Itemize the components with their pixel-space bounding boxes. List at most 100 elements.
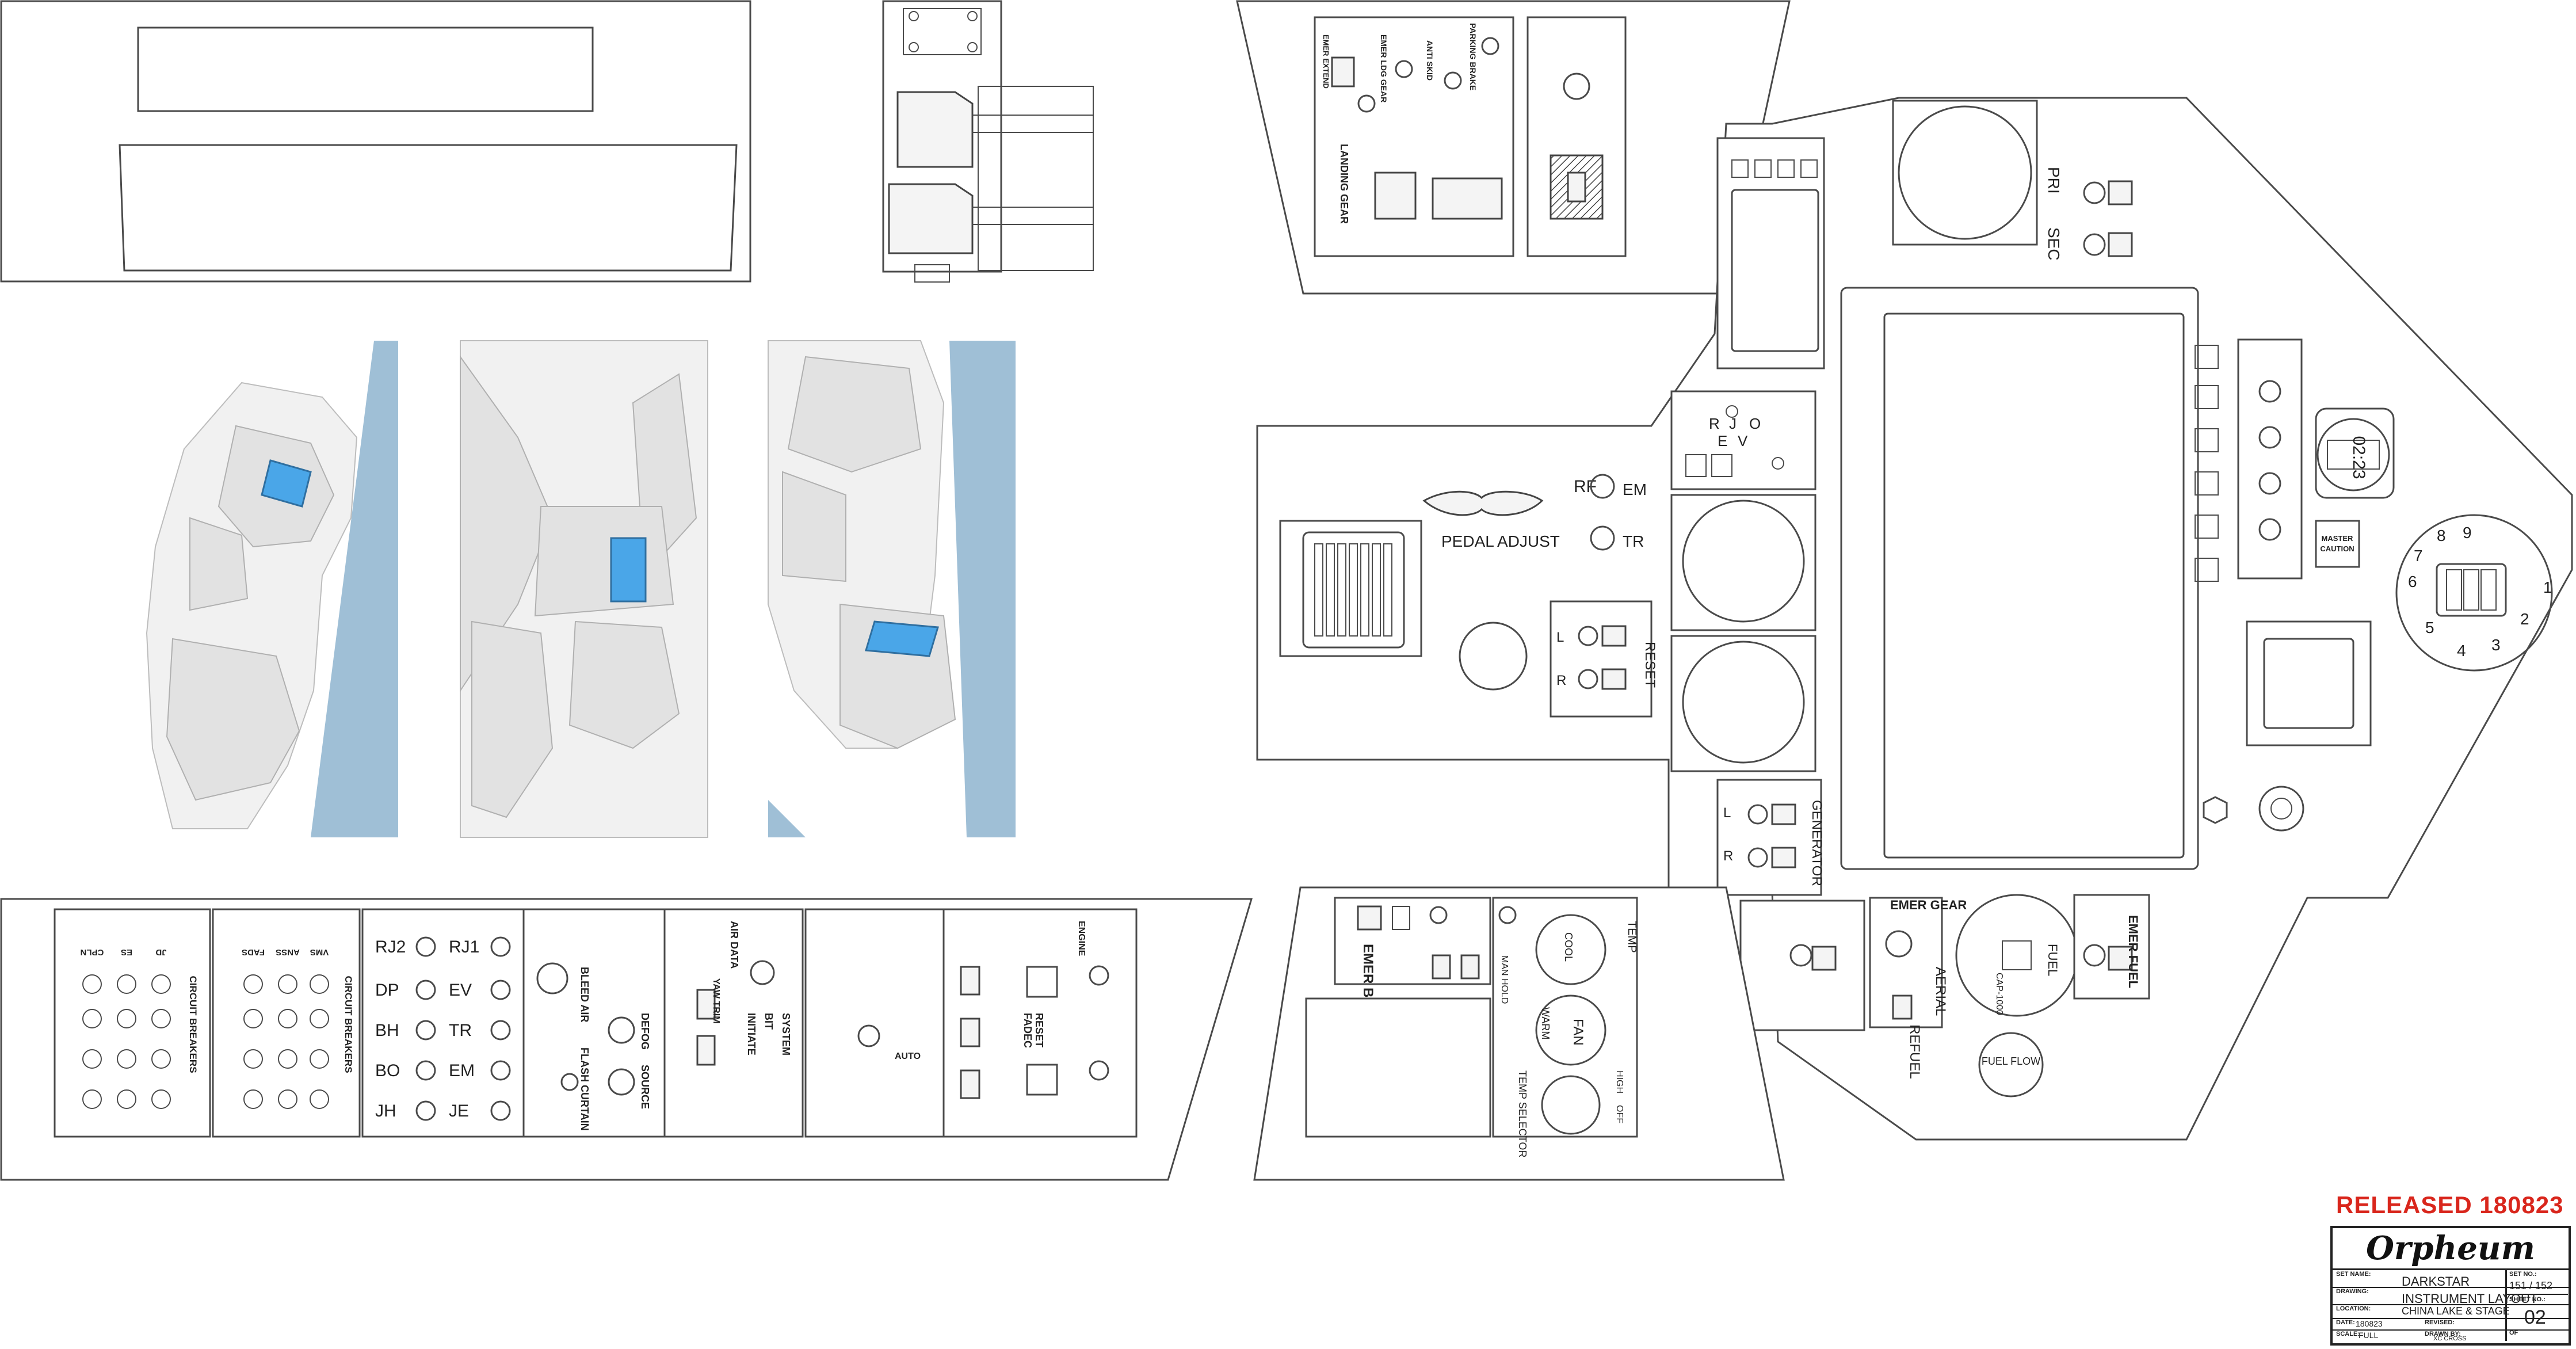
code-bh: BH: [375, 1021, 399, 1040]
caution-label: CAUTION: [2320, 544, 2354, 553]
letter-o: O: [1749, 415, 1761, 432]
bleed-air-panel: [522, 908, 666, 1138]
fuel-flow-label: FUEL FLOW: [1982, 1055, 2040, 1067]
row-label-anss: ANSS: [276, 947, 300, 957]
sheet-no-caption: SHEET NO.:: [2509, 1296, 2546, 1303]
cap-label: CAP-1000: [1994, 973, 2004, 1015]
svg-text:5: 5: [2425, 619, 2434, 637]
refuel-label: REFUEL: [1907, 1024, 1922, 1079]
letter-r: R: [1709, 415, 1720, 432]
pri-label: PRI: [2045, 167, 2063, 194]
drawing-caption: DRAWING:: [2336, 1288, 2369, 1295]
row-label-es: ES: [121, 947, 132, 957]
reset-label: RESET: [1642, 642, 1658, 688]
clock-readout: 02:23: [2349, 436, 2368, 479]
svg-text:9: 9: [2463, 524, 2472, 542]
scale-row: SCALE: FULL DRAWN BY: XC CROSS: [2333, 1329, 2569, 1342]
high-label: HIGH: [1615, 1070, 1624, 1093]
breaker-panel-1: [54, 908, 211, 1138]
reset-r-label: R: [1556, 673, 1566, 688]
emer-gear-label: EMER GEAR: [1890, 898, 1967, 912]
defog-label: DEFOG: [639, 1013, 651, 1050]
svg-text:8: 8: [2437, 527, 2446, 544]
bit-label: BIT: [763, 1013, 774, 1030]
compass-numbers: 1 2 3 4 5 6 7 8 9: [2408, 524, 2552, 660]
sheet-no-value: 02: [2524, 1306, 2546, 1328]
date-caption: DATE:: [2336, 1319, 2355, 1326]
system-label: SYSTEM: [780, 1013, 792, 1055]
cockpit-render-2: [460, 340, 708, 838]
codes-left-column: RJ2 DP BH BO JH: [375, 936, 436, 1121]
vent-slats: [1314, 543, 1392, 637]
gen-r-label: R: [1723, 848, 1733, 864]
side-view-assembly: [882, 0, 1094, 283]
parking-brake-label: PARKING BRAKE: [1468, 23, 1478, 90]
cool-label: COOL: [1563, 932, 1574, 962]
top-left-panel: [0, 0, 751, 283]
scale-caption: SCALE:: [2336, 1331, 2360, 1337]
emer-extend-label: EMER EXTEND: [1322, 35, 1330, 89]
cockpit-render-1: [146, 341, 398, 837]
set-no-caption: SET NO.:: [2509, 1271, 2537, 1278]
code-rj2: RJ2: [375, 938, 406, 957]
auto-label: AUTO: [895, 1051, 921, 1061]
set-name-row: SET NAME: DARKSTAR: [2333, 1270, 2569, 1289]
source-label: SOURCE: [639, 1065, 651, 1109]
initiate-label: INITIATE: [746, 1013, 757, 1055]
date-value: 180823: [2356, 1319, 2383, 1328]
revised-caption: REVISED:: [2425, 1319, 2455, 1326]
bleed-air-label: BLEED AIR: [579, 967, 590, 1022]
title-block: Orpheum SET NAME: DARKSTAR DRAWING: INST…: [2330, 1226, 2571, 1346]
fadec-panel-a: [804, 908, 945, 1138]
svg-text:2: 2: [2520, 610, 2529, 628]
svg-text:1: 1: [2543, 578, 2552, 596]
letter-v: V: [1738, 432, 1748, 449]
breakers-label-2: CIRCUIT BREAKERS: [343, 975, 354, 1073]
emer-ldg-gear-label: EMER LDG GEAR: [1379, 35, 1388, 102]
fadec-label: FADEC: [1022, 1013, 1033, 1048]
reset-label: RESET: [1033, 1013, 1045, 1047]
air-data-panel: [663, 908, 804, 1138]
set-no-value: 151 / 152: [2509, 1280, 2553, 1291]
anti-skid-label: ANTI SKID: [1425, 40, 1434, 81]
svg-text:6: 6: [2408, 573, 2417, 590]
location-caption: LOCATION:: [2336, 1305, 2371, 1312]
studio-logo: Orpheum: [2333, 1228, 2569, 1270]
sheet-column: SET NO.: 151 / 152 SHEET NO.: 02 OF: [2505, 1270, 2568, 1341]
lower-left-panel: CPLN ES JD CIRCUIT BREAKERS FADS ANSS VM…: [0, 898, 1253, 1181]
code-bo: BO: [375, 1061, 400, 1080]
off-label: OFF: [1615, 1105, 1624, 1123]
row-label-fads: FADS: [242, 947, 265, 957]
yaw-trim-label: YAW TRIM: [711, 978, 721, 1024]
fuel-label: FUEL: [2045, 944, 2060, 976]
svg-text:7: 7: [2414, 547, 2423, 565]
sec-label: SEC: [2045, 227, 2063, 261]
code-em: EM: [449, 1061, 475, 1080]
env-panel: EMER BATT TEMP COOL WARM FAN TEMP SELECT…: [1253, 886, 1785, 1181]
temp-label: TEMP: [1625, 921, 1638, 953]
cockpit-render-3: [768, 340, 1016, 837]
code-jh: JH: [375, 1102, 396, 1121]
breaker-grid-1: [82, 974, 171, 1109]
row-label-cpln: CPLN: [81, 947, 104, 957]
drawn-by-value: XC CROSS: [2433, 1335, 2467, 1342]
svg-text:3: 3: [2491, 636, 2501, 654]
letter-e: E: [1718, 432, 1727, 449]
letter-j: J: [1729, 415, 1737, 432]
landing-gear-label: LANDING GEAR: [1338, 144, 1350, 224]
fan-label: FAN: [1570, 1019, 1586, 1046]
master-label: MASTER: [2322, 534, 2354, 543]
breaker-panel-2: [212, 908, 361, 1138]
svg-text:4: 4: [2457, 642, 2466, 660]
emer-fuel-label: EMER FUEL: [2126, 915, 2140, 988]
warm-label: WARM: [1540, 1007, 1551, 1039]
codes-right-column: RJ1 EV TR EM JE: [449, 936, 511, 1121]
pedal-adjust-label: PEDAL ADJUST: [1441, 532, 1560, 550]
temp-selector-label: TEMP SELECTOR: [1517, 1070, 1528, 1157]
breaker-grid-2: [243, 974, 329, 1109]
location-row: LOCATION: CHINA LAKE & STAGE: [2333, 1304, 2569, 1319]
flash-curtain-label: FLASH CURTAIN: [579, 1047, 590, 1131]
set-name-value: DARKSTAR: [2402, 1274, 2470, 1289]
